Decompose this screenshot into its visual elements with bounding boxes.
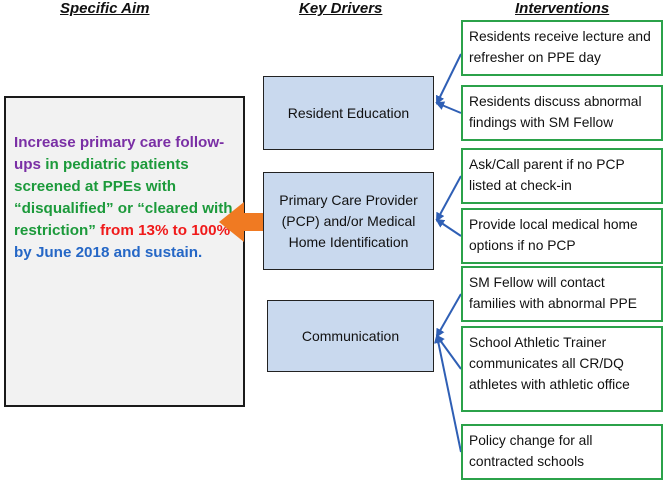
intervention-discuss-findings: Residents discuss abnormal findings with… xyxy=(461,85,663,141)
intervention-medical-home-options: Provide local medical home options if no… xyxy=(461,208,663,264)
specific-aim-box: Increase primary care follow-ups in pedi… xyxy=(4,96,245,407)
aim-sustain-text: and sustain. xyxy=(109,244,203,261)
intervention-ask-parent: Ask/Call parent if no PCP listed at chec… xyxy=(461,148,663,204)
connector-edu-1 xyxy=(436,53,462,105)
connector-edu-2 xyxy=(435,101,462,114)
intervention-fellow-contact: SM Fellow will contact families with abn… xyxy=(461,266,663,322)
specific-aim-header: Specific Aim xyxy=(60,0,150,17)
aim-deadline-text: by June 2018 xyxy=(14,244,110,261)
aim-target-text: from 13% to 100% xyxy=(100,222,231,239)
driver-pcp-identification-label: Primary Care Provider (PCP) and/or Medic… xyxy=(279,191,418,250)
driver-pcp-identification: Primary Care Provider (PCP) and/or Medic… xyxy=(263,172,434,270)
driver-resident-education: Resident Education xyxy=(263,76,434,150)
intervention-lecture: Residents receive lecture and refresher … xyxy=(461,20,663,76)
aim-population-text: in pediatric patients screened at PPEs w… xyxy=(14,156,233,239)
connector-pcp-2 xyxy=(435,218,462,237)
intervention-athletic-trainer: School Athletic Trainer communicates all… xyxy=(461,326,663,412)
driver-communication: Communication xyxy=(267,300,434,372)
connector-pcp-1 xyxy=(436,175,462,222)
key-drivers-header: Key Drivers xyxy=(299,0,383,17)
aim-goal-text: Increase primary care follow-ups xyxy=(14,134,225,173)
driver-communication-label: Communication xyxy=(301,327,400,344)
driver-resident-education-label: Resident Education xyxy=(287,104,410,121)
intervention-policy-change: Policy change for all contracted schools xyxy=(461,424,663,480)
connector-comm-1 xyxy=(436,293,462,338)
orange-arrow xyxy=(219,202,264,242)
interventions-header: Interventions xyxy=(515,0,610,17)
connector-comm-3 xyxy=(434,334,462,453)
